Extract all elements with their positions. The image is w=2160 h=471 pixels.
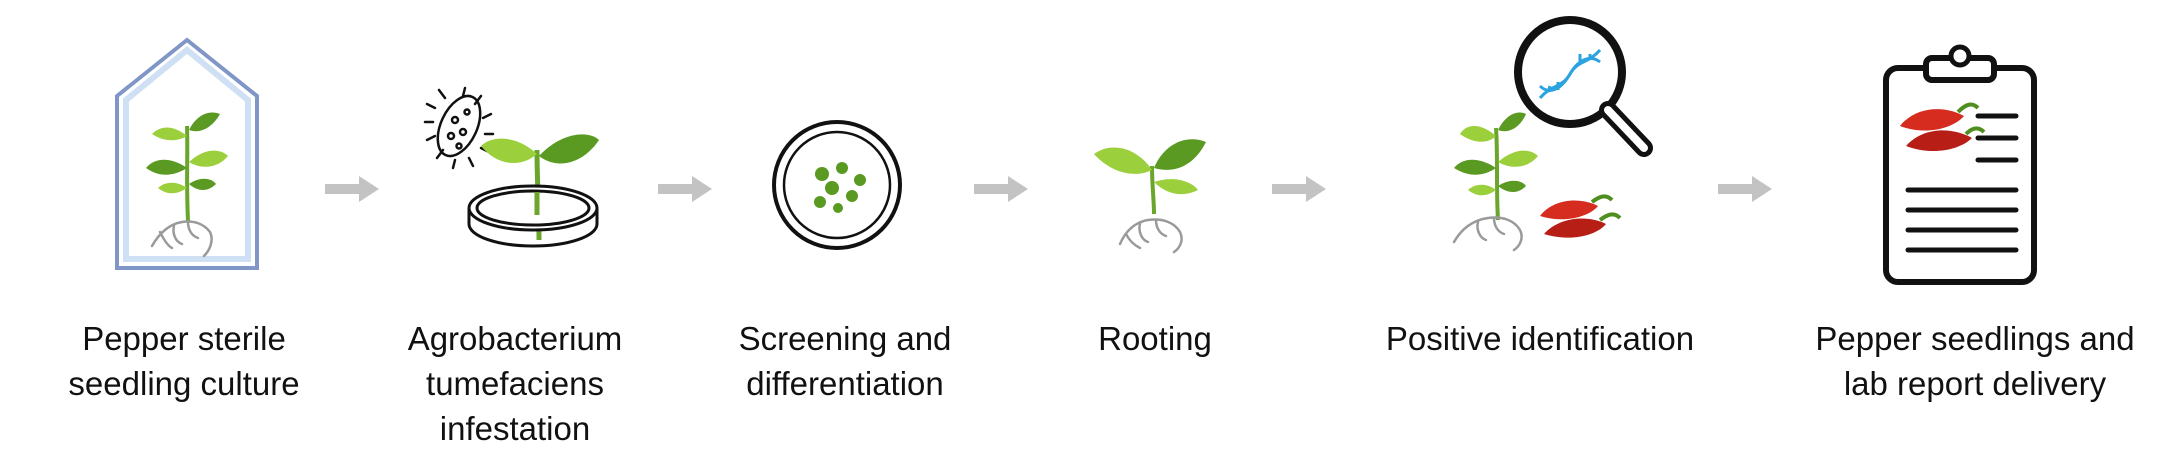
seedling-icon xyxy=(146,112,228,222)
flow-arrow-3 xyxy=(974,176,1028,202)
label-line: lab report delivery xyxy=(1843,365,2107,402)
magnifier-dna-plant-icon xyxy=(1452,16,1653,252)
bacterium-petri-dish-icon xyxy=(423,86,599,248)
greenhouse-outline xyxy=(115,37,259,270)
label-line: differentiation xyxy=(746,365,944,402)
pepper-icon xyxy=(1900,102,1986,152)
flow-arrow-5 xyxy=(1718,176,1772,202)
step-label-2: Agrobacterium tumefaciens infestation xyxy=(345,316,685,451)
label-line: infestation xyxy=(439,410,591,447)
rooting-seedling-icon xyxy=(1094,139,1206,254)
greenhouse-seedling-icon xyxy=(115,37,259,270)
magnifying-glass-icon xyxy=(1514,16,1653,157)
dna-icon xyxy=(1538,48,1602,100)
step-label-3: Screening and differentiation xyxy=(675,316,1015,406)
pepper-icon xyxy=(1540,194,1622,238)
step-label-4: Rooting xyxy=(985,316,1325,361)
label-line: Positive identification xyxy=(1385,320,1695,357)
petri-dish-icon xyxy=(467,184,599,248)
hand-icon xyxy=(150,220,213,258)
plant-icon xyxy=(1454,112,1538,221)
flow-arrow-1 xyxy=(325,176,379,202)
label-line: Agrobacterium xyxy=(407,320,623,357)
label-line: Pepper sterile xyxy=(82,320,286,357)
bacterium-icon xyxy=(423,86,495,170)
clipboard-clip xyxy=(1923,44,1997,83)
petri-dish-colonies-icon xyxy=(772,120,902,250)
step-label-5: Positive identification xyxy=(1340,316,1740,361)
step-label-1: Pepper sterile seedling culture xyxy=(14,316,354,406)
label-line: Rooting xyxy=(1098,320,1212,357)
step-label-6: Pepper seedlings and lab report delivery xyxy=(1790,316,2160,406)
label-line: seedling culture xyxy=(68,365,300,402)
flow-arrow-2 xyxy=(658,176,712,202)
colonies-icon xyxy=(814,162,866,213)
report-lines xyxy=(1905,113,2019,253)
flow-arrow-4 xyxy=(1272,176,1326,202)
label-line: Pepper seedlings and xyxy=(1815,320,2135,357)
clipboard-report-icon xyxy=(1883,44,2037,285)
hand-icon xyxy=(1118,218,1183,254)
label-line: tumefaciens xyxy=(426,365,604,402)
label-line: Screening and xyxy=(738,320,952,357)
hand-icon xyxy=(1452,216,1523,252)
